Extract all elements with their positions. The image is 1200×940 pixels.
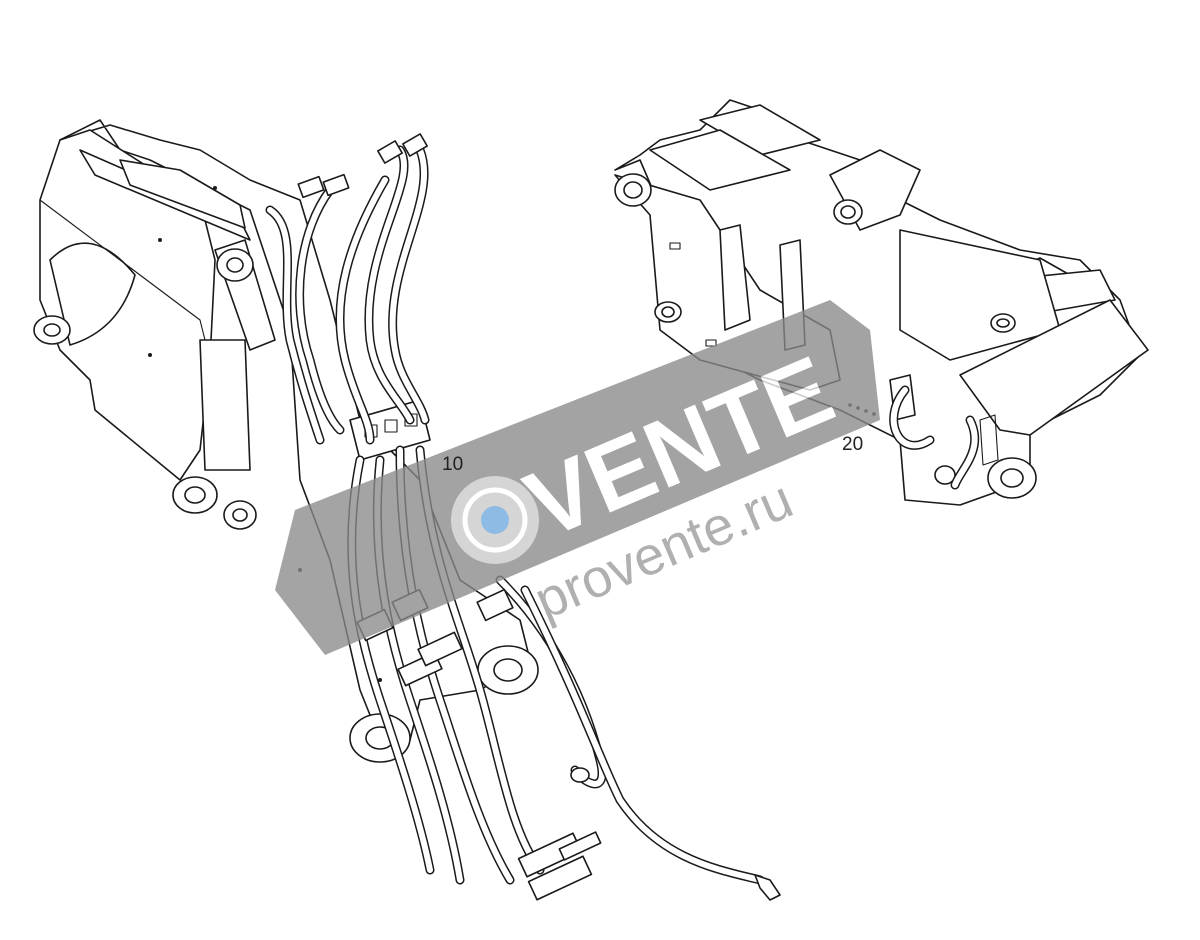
hose-end-fittings — [517, 767, 781, 901]
watermark: VENTE provente.ru — [275, 300, 880, 655]
watermark-banner — [275, 300, 880, 655]
frame-cylinder — [899, 229, 1061, 361]
part-label-10: 10 — [442, 454, 463, 475]
part-label-20: 20 — [842, 434, 863, 455]
watermark-logo-icon — [451, 476, 539, 564]
boom-side-plate — [39, 129, 216, 481]
upper-hoses — [265, 145, 430, 445]
